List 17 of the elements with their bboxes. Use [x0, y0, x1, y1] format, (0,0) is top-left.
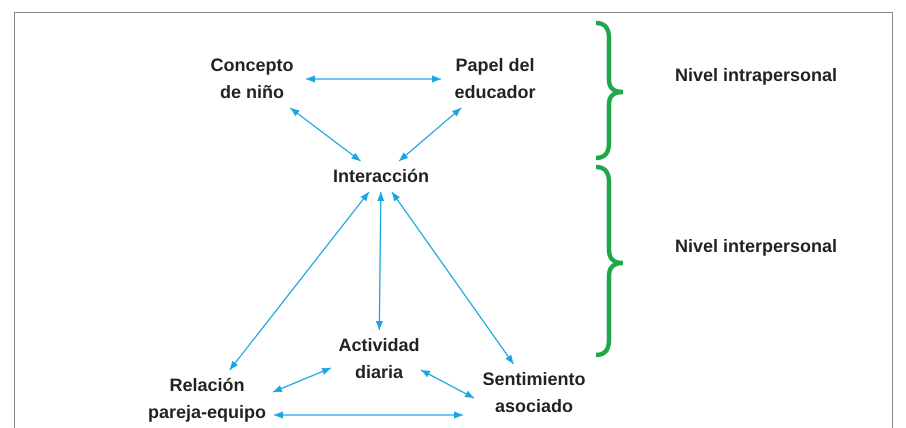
double-arrow — [229, 192, 370, 370]
concept-label: Interacción — [309, 163, 453, 190]
double-arrow — [306, 75, 441, 83]
double-arrow — [290, 107, 361, 162]
double-arrow — [391, 192, 514, 364]
double-arrow — [272, 367, 332, 393]
concept-label: Sentimiento asociado — [462, 366, 606, 420]
concept-label: Relación pareja-equipo — [140, 372, 274, 426]
double-arrow — [420, 369, 474, 399]
double-arrow — [274, 411, 463, 419]
level-label: Nivel interpersonal — [674, 235, 838, 258]
concept-label: Concepto de niño — [200, 52, 304, 106]
double-arrow — [376, 192, 384, 330]
double-arrow — [398, 108, 462, 162]
concept-label: Actividad diaria — [322, 332, 436, 386]
level-label: Nivel intrapersonal — [674, 64, 838, 87]
concept-label: Papel del educador — [443, 52, 547, 106]
